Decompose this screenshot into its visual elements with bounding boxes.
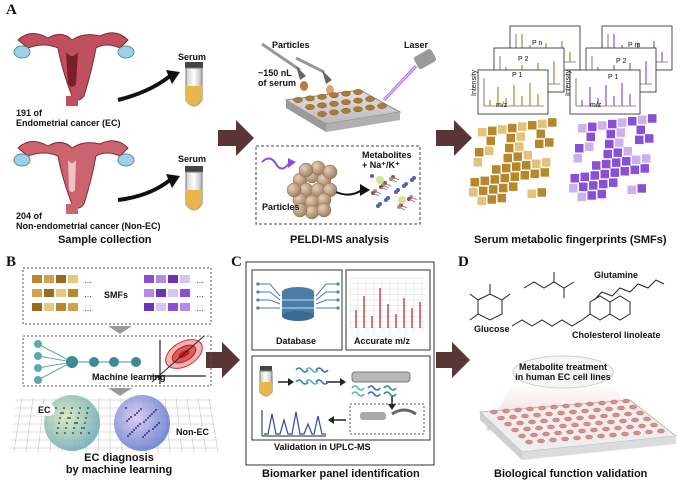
plate-spot bbox=[305, 104, 315, 110]
laser-device bbox=[382, 49, 437, 102]
serum-label-top: Serum bbox=[178, 52, 207, 62]
plate-spot bbox=[341, 107, 351, 114]
plate-spot bbox=[317, 111, 327, 117]
metabolite-molecules bbox=[370, 174, 418, 211]
accurate-mz-plot bbox=[349, 277, 426, 330]
database-icon bbox=[282, 287, 314, 321]
smf-heatmap-gold bbox=[467, 118, 557, 207]
plate-spot bbox=[365, 104, 375, 111]
plate-spot bbox=[353, 89, 363, 95]
svg-text:…: … bbox=[84, 290, 92, 299]
intensity-label-gold: Intensity bbox=[471, 69, 478, 96]
plate-spot bbox=[353, 106, 363, 113]
p-2-label-gold: P 2 bbox=[518, 56, 529, 63]
p-1-label-gold: P 1 bbox=[512, 72, 523, 79]
decision-plot bbox=[150, 335, 206, 384]
svg-text:…: … bbox=[196, 304, 204, 313]
plate-spot bbox=[353, 97, 363, 104]
ec-tag: EC bbox=[34, 404, 55, 416]
plate-spot bbox=[317, 102, 327, 109]
panel-letter-d: D bbox=[458, 254, 469, 270]
particles-label-bottom: Particles bbox=[262, 202, 300, 212]
treatment-label: Metabolite treatment in human EC cell li… bbox=[515, 362, 611, 382]
p-2-label-purple: P 2 bbox=[616, 58, 627, 65]
accurate-mz-label: Accurate m/z bbox=[354, 336, 411, 346]
mz-label-gold: m/z bbox=[496, 102, 508, 109]
plate-spot bbox=[341, 99, 351, 106]
caption-peldi-ms: PELDI-MS analysis bbox=[290, 234, 390, 246]
caption-ec-diagnosis: EC diagnosis by machine learning bbox=[65, 452, 173, 476]
serum-label-bottom: Serum bbox=[178, 154, 207, 164]
particles-label-top: Particles bbox=[272, 40, 310, 50]
svg-text:…: … bbox=[84, 276, 92, 285]
machine-learning-label: Machine learning bbox=[92, 372, 166, 382]
glucose-structure bbox=[469, 284, 511, 321]
plate-spot bbox=[317, 93, 327, 100]
plate-spot bbox=[293, 97, 303, 103]
p-m-label: P m bbox=[628, 42, 641, 49]
cholesterol-label: Cholesterol linoleate bbox=[572, 330, 661, 340]
intensity-label-purple: Intensity bbox=[565, 69, 572, 96]
laser-label: Laser bbox=[404, 40, 429, 50]
glutamine-structure bbox=[523, 272, 575, 298]
arrow-a1 bbox=[218, 120, 254, 156]
panel-letter-b: B bbox=[6, 254, 17, 270]
plate-spot bbox=[329, 100, 339, 107]
cholesterol-linoleate-structure bbox=[511, 279, 665, 327]
uterus-nonec-illustration bbox=[13, 140, 135, 214]
pipettes bbox=[261, 42, 334, 95]
plate-spot bbox=[377, 103, 387, 109]
smfs-label: SMFs bbox=[104, 290, 129, 300]
database-label: Database bbox=[276, 336, 317, 346]
serum-tube-ec bbox=[185, 62, 203, 107]
glutamine-label: Glutamine bbox=[594, 270, 639, 280]
plate-spot bbox=[305, 95, 315, 102]
mz-label-purple: m/z bbox=[590, 102, 602, 109]
validation-label: Validation in UPLC-MS bbox=[274, 442, 371, 452]
non-ec-tag: Non-EC bbox=[172, 426, 213, 438]
caption-sample-collection: Sample collection bbox=[58, 234, 152, 246]
arrow-bc bbox=[206, 342, 240, 378]
uplc-workflow bbox=[259, 366, 425, 437]
arrow-cd bbox=[436, 342, 470, 378]
nonec-count: 204 of bbox=[16, 211, 43, 221]
panel-letter-a: A bbox=[6, 2, 17, 18]
ec-sphere bbox=[44, 395, 100, 451]
panel-letter-c: C bbox=[231, 254, 242, 270]
arrow-a2 bbox=[436, 120, 472, 156]
svg-text:…: … bbox=[84, 304, 92, 313]
caption-biological: Biological function validation bbox=[494, 468, 648, 480]
plate-spot bbox=[329, 109, 339, 116]
ec-label: Endometrial cancer (EC) bbox=[16, 118, 121, 128]
nonec-label: Non-endometrial cancer (Non-EC) bbox=[16, 221, 161, 231]
serum-tube-nonec bbox=[185, 166, 203, 211]
uterus-ec-illustration bbox=[13, 32, 135, 106]
plate-spot bbox=[365, 96, 375, 102]
svg-text:…: … bbox=[196, 276, 204, 285]
p-n-label: P n bbox=[532, 40, 543, 47]
svg-text:…: … bbox=[196, 290, 204, 299]
plate-spot bbox=[329, 92, 339, 99]
smf-heatmap-purple bbox=[567, 114, 657, 203]
particle-cluster bbox=[286, 160, 338, 220]
glucose-label: Glucose bbox=[474, 324, 510, 334]
plate-spot bbox=[341, 90, 351, 97]
nonec-sphere bbox=[114, 395, 170, 451]
caption-smfs: Serum metabolic fingerprints (SMFs) bbox=[474, 234, 667, 246]
neural-network bbox=[34, 340, 141, 384]
metabolites-label: Metabolites + Na⁺/K⁺ bbox=[362, 150, 412, 170]
p-1-label-purple: P 1 bbox=[608, 74, 619, 81]
caption-biomarker: Biomarker panel identification bbox=[262, 468, 420, 480]
ec-count: 191 of bbox=[16, 108, 43, 118]
serum-volume-label: ~150 nL of serum bbox=[258, 68, 297, 88]
